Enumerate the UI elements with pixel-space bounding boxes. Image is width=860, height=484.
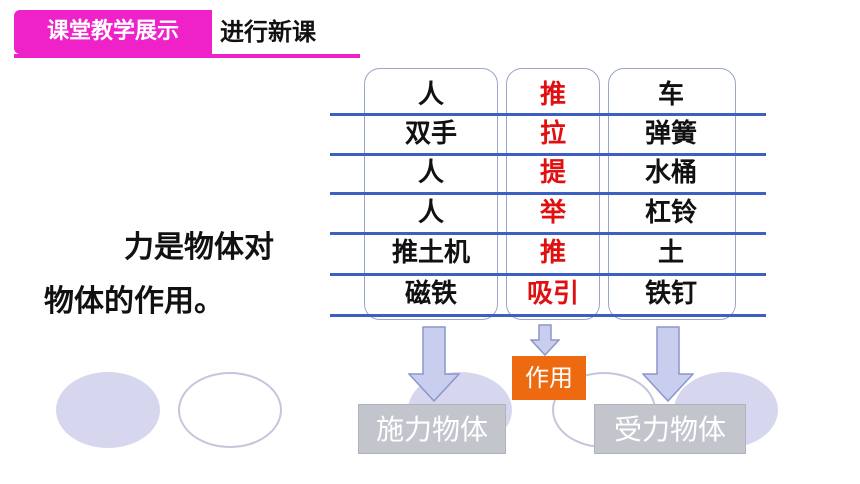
- cell-receiver: 车: [657, 80, 684, 110]
- cell-action: 提: [539, 158, 566, 188]
- cell-receiver: 土: [657, 238, 684, 268]
- cell-actor: 人: [417, 80, 444, 110]
- receiver-label-box: 受力物体: [594, 404, 746, 454]
- cell-action: 推: [539, 80, 566, 110]
- cell-action: 举: [539, 198, 566, 228]
- header-underline: [14, 54, 360, 58]
- cell-actor: 人: [417, 198, 444, 228]
- definition-line-1: 力是物体对: [124, 230, 274, 265]
- section-badge: 课堂教学展示: [14, 10, 212, 54]
- cell-receiver: 水桶: [644, 158, 697, 188]
- cell-actor: 人: [417, 158, 444, 188]
- decor-oval-left-outline: [178, 372, 282, 448]
- row-rule: [330, 314, 766, 317]
- cell-receiver: 杠铃: [644, 198, 697, 228]
- cell-receiver: 铁钉: [644, 279, 697, 309]
- row-rule: [330, 153, 766, 156]
- actor-label-box: 施力物体: [358, 404, 506, 454]
- cell-actor: 磁铁: [404, 279, 457, 309]
- row-rule: [330, 273, 766, 276]
- decor-oval-left-filled: [56, 372, 160, 448]
- cell-action: 推: [539, 238, 566, 268]
- action-label-box: 作用: [512, 356, 586, 400]
- cell-action: 拉: [539, 119, 566, 149]
- row-rule: [330, 232, 766, 235]
- cell-actor: 推土机: [391, 238, 470, 268]
- cell-receiver: 弹簧: [644, 119, 697, 149]
- down-arrow-icon: [530, 324, 560, 356]
- cell-action: 吸引: [526, 279, 579, 309]
- section-title: 进行新课: [212, 10, 360, 54]
- down-arrow-icon: [408, 326, 460, 402]
- row-rule: [330, 113, 766, 116]
- cell-actor: 双手: [404, 119, 457, 149]
- definition-line-2: 物体的作用。: [44, 284, 224, 319]
- row-rule: [330, 192, 766, 195]
- down-arrow-icon: [642, 326, 694, 402]
